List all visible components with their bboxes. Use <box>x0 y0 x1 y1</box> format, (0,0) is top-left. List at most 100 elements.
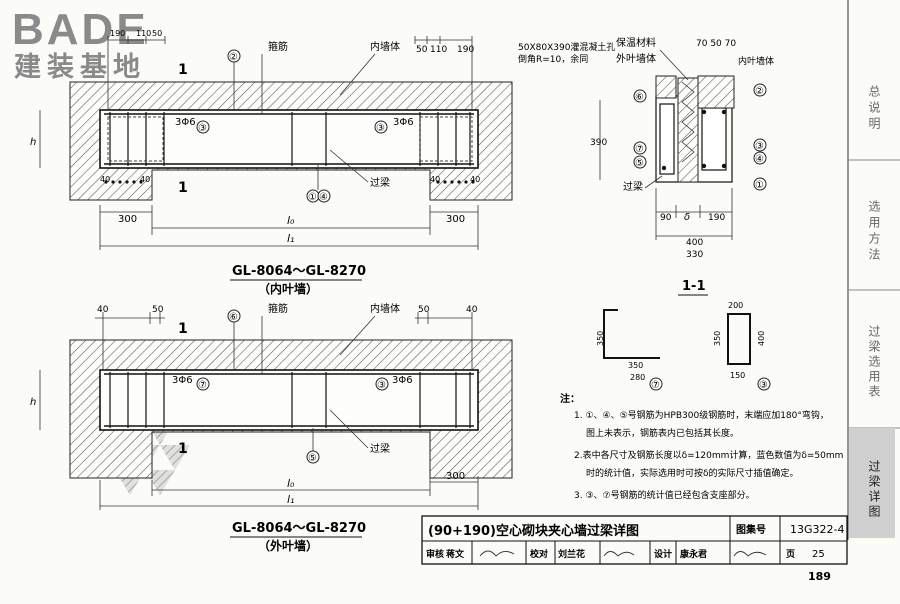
bottom-callout-3: ③ <box>377 380 386 391</box>
top-dim-190-right: 190 <box>457 45 474 55</box>
top-hole-note-1: 50X80X390灌混凝土孔 <box>518 41 615 53</box>
section-mark-bottom: 1 <box>178 180 188 196</box>
top-callout-3-left: ③ <box>198 123 207 134</box>
logo-brand: BADE <box>12 5 149 54</box>
design-label: 设计 <box>654 548 672 560</box>
section-dim-400: 400 <box>686 238 703 248</box>
top-bar-left-label: 3Φ6 <box>175 117 196 128</box>
bar3-callout: ③ <box>759 380 768 391</box>
bar7-callout: ⑦ <box>651 380 660 391</box>
bar3-dim-bottom: 150 <box>730 371 745 380</box>
page-number: 25 <box>812 549 825 560</box>
bar3-dim-right: 400 <box>757 331 766 346</box>
section-title: 1-1 <box>682 279 706 294</box>
side-tab-lintel-detail[interactable]: 过梁详图 <box>867 460 881 520</box>
top-caption-title: GL-8064～GL-8270 <box>232 264 366 279</box>
top-dim-190-left: 190 <box>110 29 125 38</box>
bottom-callout-7: ⑦ <box>198 380 207 391</box>
bottom-dim-h: h <box>30 397 36 408</box>
section-dim-330: 330 <box>686 250 703 260</box>
reviewer-signature <box>479 550 515 557</box>
top-bar-right-label: 3Φ6 <box>393 117 414 128</box>
section-callout-6: ⑥ <box>635 92 644 103</box>
bottom-dim-l1: l₁ <box>287 493 294 506</box>
reviewer-name: 蒋文 <box>446 548 465 560</box>
section-dim-top: 70 50 70 <box>696 39 736 49</box>
top-dim-l1: l₁ <box>287 232 294 245</box>
bar7-dim-b: 350 <box>628 361 643 370</box>
section-lintel-label: 过梁 <box>623 180 643 193</box>
top-callout-3-right: ③ <box>376 123 385 134</box>
designer-signature <box>733 551 767 557</box>
notes-heading: 注： <box>560 392 580 405</box>
bar3-dim-top: 200 <box>728 301 743 310</box>
top-dim-40-d: 40 <box>470 175 480 184</box>
top-callout-1: ① <box>308 192 317 203</box>
bar3-dim-left: 350 <box>713 331 722 346</box>
top-dim-40-c: 40 <box>430 175 440 184</box>
side-tab-general[interactable]: 总说明 <box>867 85 881 133</box>
bottom-section-mark-bottom: 1 <box>178 441 188 457</box>
bottom-dim-l0: l₀ <box>287 477 295 490</box>
top-hole-note-2: 倒角R=10，余同 <box>518 53 588 65</box>
designer-name: 康永君 <box>680 548 707 560</box>
bottom-lintel-label: 过梁 <box>370 442 390 455</box>
section-outer-wall-label: 外叶墙体 <box>616 52 656 65</box>
section-dim-90: 90 <box>660 213 672 223</box>
top-dim-l0: l₀ <box>287 214 295 227</box>
title-block: (90+190)空心砌块夹心墙过梁详图 图集号 13G322-4 审核 蒋文 校… <box>421 515 848 565</box>
review-label: 审核 <box>426 548 444 560</box>
bar7-dim-a: 350 <box>596 331 605 346</box>
side-tabs: 总说明 选用方法 过梁选用表 过梁详图 <box>848 85 900 538</box>
top-dim-50-right: 50 <box>416 45 428 55</box>
section-callout-5: ⑤ <box>635 158 644 169</box>
bar-shape-7: 350 350 280 ⑦ <box>596 309 663 391</box>
top-inner-wall-label: 内墙体 <box>370 40 400 53</box>
bottom-caption-sub: （外叶墙） <box>258 538 318 553</box>
bar7-dim-c: 280 <box>630 373 645 382</box>
bottom-bar-right-label: 3Φ6 <box>392 375 413 386</box>
bottom-dim-40-left: 40 <box>97 305 109 315</box>
section-dim-390: 390 <box>590 138 607 148</box>
top-beam-elevation: 1 1 箍筋 内墙体 3Φ6 3Φ6 过梁 50X80X390灌混凝土孔 倒角R… <box>30 29 615 296</box>
top-callout-2: ② <box>229 52 238 63</box>
bar-shape-3: 200 350 400 150 ③ <box>713 301 771 391</box>
section-callout-7: ⑦ <box>635 144 644 155</box>
top-dim-h: h <box>30 137 36 148</box>
sheet-title: (90+190)空心砌块夹心墙过梁详图 <box>428 523 639 539</box>
top-caption-sub: （内叶墙） <box>258 281 318 296</box>
section-callout-3: ③ <box>755 141 764 152</box>
book-page-number: 189 <box>808 570 831 583</box>
checker-name: 刘兰花 <box>558 548 585 560</box>
side-tab-selection-method[interactable]: 选用方法 <box>867 200 881 264</box>
side-tab-active-bg <box>849 428 895 538</box>
section-mark-top: 1 <box>178 62 188 78</box>
section-callout-2: ② <box>755 86 764 97</box>
atlas-number: 13G322-4 <box>790 523 844 536</box>
notes: 注： 1. ①、④、⑤号钢筋为HPB300级钢筋时，末端应加180°弯钩， 图上… <box>560 392 843 501</box>
check-label: 校对 <box>530 548 548 560</box>
top-lintel-label: 过梁 <box>370 176 390 189</box>
top-dim-110-right: 110 <box>430 45 447 55</box>
note-2: 2.表中各尺寸及钢筋长度以δ=120mm计算，蓝色数值为δ=50mm <box>574 449 843 461</box>
section-insulation-label: 保温材料 <box>616 36 656 49</box>
bottom-inner-wall-label: 内墙体 <box>370 302 400 315</box>
section-inner-wall-label: 内叶墙体 <box>738 55 774 67</box>
top-stirrup-label: 箍筋 <box>268 40 288 53</box>
atlas-label: 图集号 <box>736 523 766 536</box>
top-dim-50-left: 50 <box>152 29 162 38</box>
top-dim-300-left: 300 <box>118 214 137 225</box>
section-callout-1: ① <box>755 180 764 191</box>
bottom-beam-elevation: 1 1 箍筋 内墙体 3Φ6 3Φ6 过梁 ⑥ ⑦ ③ ⑤ 40 50 50 4… <box>30 302 513 553</box>
section-dim-190: 190 <box>708 213 725 223</box>
note-1: 1. ①、④、⑤号钢筋为HPB300级钢筋时，末端应加180°弯钩， <box>574 409 829 421</box>
side-tab-selection-table[interactable]: 过梁选用表 <box>867 325 881 400</box>
bottom-dim-50-left: 50 <box>152 305 164 315</box>
section-dim-delta: δ <box>684 212 690 223</box>
bottom-stirrup-label: 箍筋 <box>268 302 288 315</box>
bottom-dim-40-right: 40 <box>466 305 478 315</box>
bottom-callout-6: ⑥ <box>229 312 238 323</box>
bottom-section-mark-top: 1 <box>178 321 188 337</box>
